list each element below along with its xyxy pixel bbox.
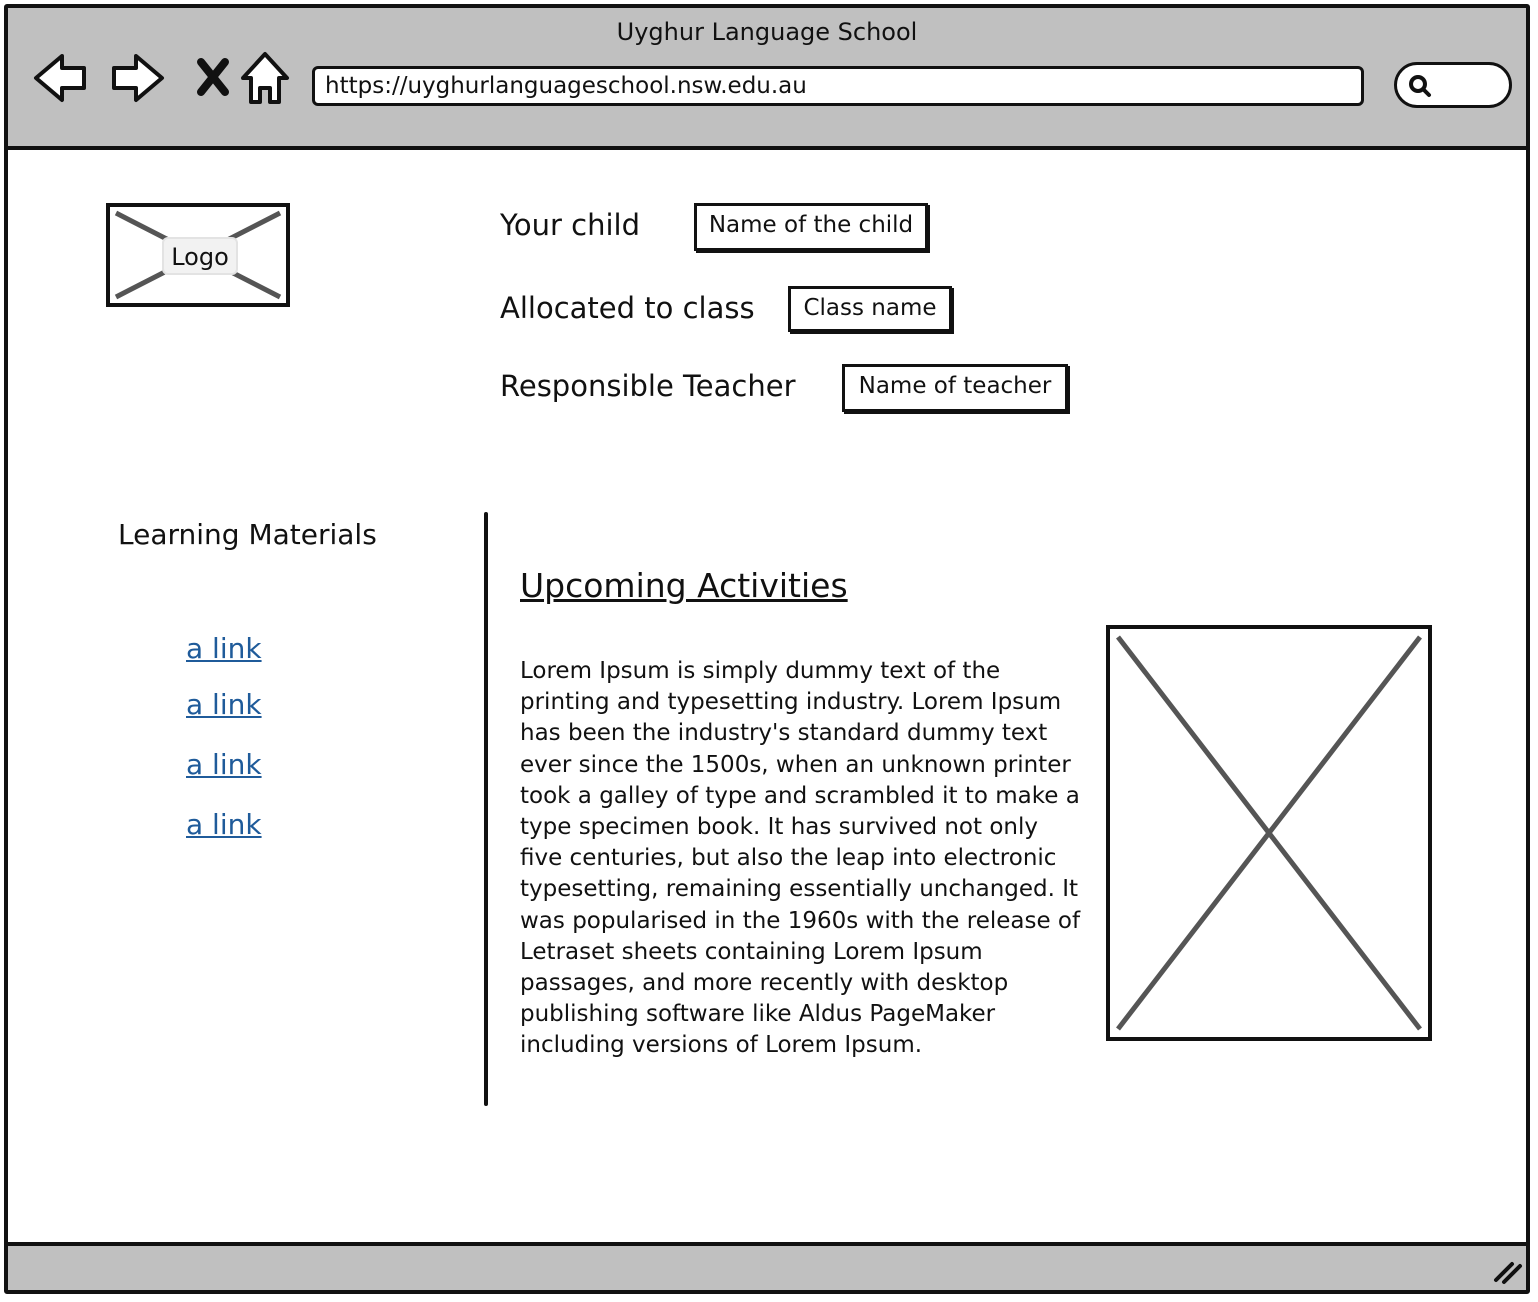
teacher-name-field[interactable]: Name of teacher [842, 364, 1068, 412]
browser-search-box[interactable] [1394, 62, 1512, 108]
url-text: https://uyghurlanguageschool.nsw.edu.au [325, 73, 807, 99]
child-name-field[interactable]: Name of the child [694, 203, 928, 251]
teacher-label: Responsible Teacher [500, 369, 796, 403]
image-placeholder-icon [1116, 635, 1422, 1031]
stop-icon[interactable] [184, 48, 242, 110]
search-icon [1409, 75, 1431, 97]
url-bar[interactable]: https://uyghurlanguageschool.nsw.edu.au [312, 66, 1364, 106]
learning-materials-title: Learning Materials [118, 518, 377, 551]
learning-material-link-2[interactable]: a link [186, 688, 262, 721]
browser-statusbar [8, 1242, 1526, 1290]
class-label: Allocated to class [500, 291, 755, 325]
class-name-field[interactable]: Class name [788, 286, 952, 332]
child-label: Your child [500, 208, 640, 242]
home-icon[interactable] [236, 48, 294, 110]
learning-material-link-3[interactable]: a link [186, 748, 262, 781]
browser-titlebar: Uyghur Language School https://uyghurlan… [8, 8, 1526, 150]
window-title: Uyghur Language School [616, 18, 918, 46]
forward-arrow-icon[interactable] [108, 48, 166, 110]
learning-material-link-1[interactable]: a link [186, 632, 262, 665]
logo-label: Logo [162, 237, 238, 275]
upcoming-activities-heading: Upcoming Activities [520, 566, 848, 605]
activity-image [1106, 625, 1432, 1041]
school-logo: Logo [106, 203, 290, 307]
resize-grip-icon[interactable] [1490, 1256, 1524, 1286]
back-arrow-icon[interactable] [32, 48, 90, 110]
vertical-divider [484, 512, 488, 1106]
learning-material-link-4[interactable]: a link [186, 808, 262, 841]
activities-description: Lorem Ipsum is simply dummy text of the … [520, 658, 1081, 1059]
